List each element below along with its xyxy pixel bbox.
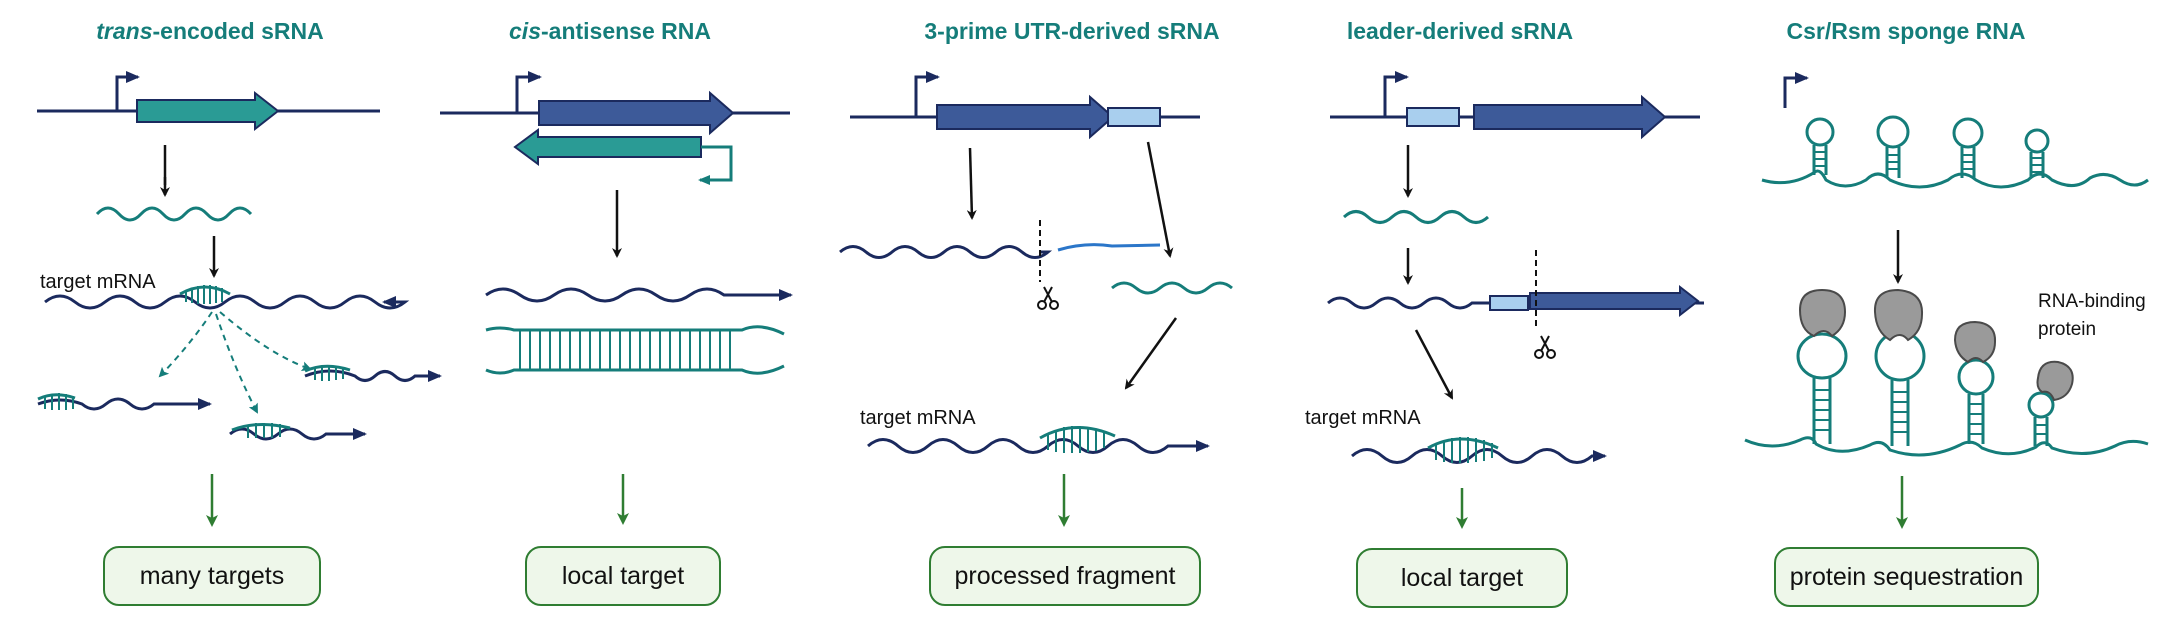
scissors-icon: [1037, 286, 1059, 310]
panel-title-cis-antisense: cis-antisense RNA: [509, 18, 711, 44]
rna-binding-protein-icon: [1798, 288, 2074, 402]
base-pairs: [519, 331, 731, 369]
panel-title-leader-derived: leader-derived sRNA: [1346, 18, 1574, 44]
processed-srna: [1111, 281, 1233, 295]
promoter-arrow-icon: [1783, 72, 1809, 108]
sense-gene: [538, 90, 735, 136]
base-pairs: [185, 285, 223, 304]
promoter-arrow-icon: [115, 71, 140, 111]
coding-gene: [1473, 94, 1667, 140]
coding-gene: [936, 94, 1115, 140]
full-transcript: [1327, 296, 1490, 310]
pairing-arrow: [1414, 329, 1454, 400]
antisense-promoter-icon: [698, 145, 733, 185]
stem-pairs: [1814, 389, 2047, 435]
target-mrna-label: target mRNA: [860, 407, 976, 429]
outcome-box-leader-derived: local target: [1356, 548, 1568, 608]
promoter-arrow-icon: [1383, 71, 1409, 117]
processing-arrow: [1146, 141, 1174, 258]
srna-transcript: [95, 206, 253, 222]
secondary-target-2: [229, 427, 367, 441]
transcription-arrow: [966, 147, 977, 220]
outcome-box-trans-encoded: many targets: [103, 546, 321, 606]
antisense-duplex: [485, 325, 785, 336]
protein-label-line1: RNA-binding: [2038, 291, 2146, 312]
target-mrna: [44, 294, 410, 310]
panel-csr-rsm-sponge: RNA-binding protein: [1744, 72, 2149, 529]
full-transcript: [839, 245, 1053, 259]
panel-title-3utr-derived: 3-prime UTR-derived sRNA: [924, 18, 1220, 44]
outcome-box-cis-antisense: local target: [525, 546, 721, 606]
target-mrna: [1351, 448, 1607, 464]
target-mrna: [867, 438, 1210, 454]
sense-transcript: [485, 287, 793, 303]
leader-region-transcript: [1489, 295, 1529, 311]
sponge-rna-bound: [1744, 330, 2149, 457]
srna-duplex-strand: [1427, 437, 1499, 450]
utr-region: [1107, 107, 1161, 127]
pairing-arrow: [1124, 317, 1178, 390]
secondary-target-1: [37, 397, 212, 411]
panel-trans-encoded: target mRNA: [37, 71, 442, 527]
outcome-box-csr-rsm-sponge: protein sequestration: [1774, 547, 2039, 607]
stem-pairs: [1814, 151, 2043, 173]
outcome-box-3utr-derived: processed fragment: [929, 546, 1201, 606]
scissors-icon: [1534, 335, 1556, 359]
base-pairs: [1435, 437, 1493, 463]
panel-title-csr-rsm-sponge: Csr/Rsm sponge RNA: [1786, 18, 2026, 44]
panel-cis-antisense: [440, 71, 793, 525]
leader-region: [1406, 107, 1460, 127]
coding-region-transcript: [1529, 284, 1700, 318]
secondary-target-3: [304, 369, 442, 382]
promoter-arrow-icon: [515, 71, 542, 113]
target-mrna-label: target mRNA: [40, 271, 156, 293]
leader-srna: [1342, 210, 1490, 224]
panel-3utr-derived: target mRNA: [839, 71, 1233, 527]
base-pairs: [1047, 426, 1105, 453]
antisense-gene: [513, 128, 702, 166]
protein-label-line2: protein: [2038, 319, 2096, 340]
panel-leader-derived: target mRNA: [1305, 71, 1704, 529]
panel-title-trans-encoded: trans-encoded sRNA: [96, 18, 324, 44]
target-mrna-label: target mRNA: [1305, 407, 1421, 429]
multi-target-arrows: [158, 311, 312, 414]
srna-gene: [136, 90, 280, 132]
promoter-arrow-icon: [914, 71, 940, 117]
